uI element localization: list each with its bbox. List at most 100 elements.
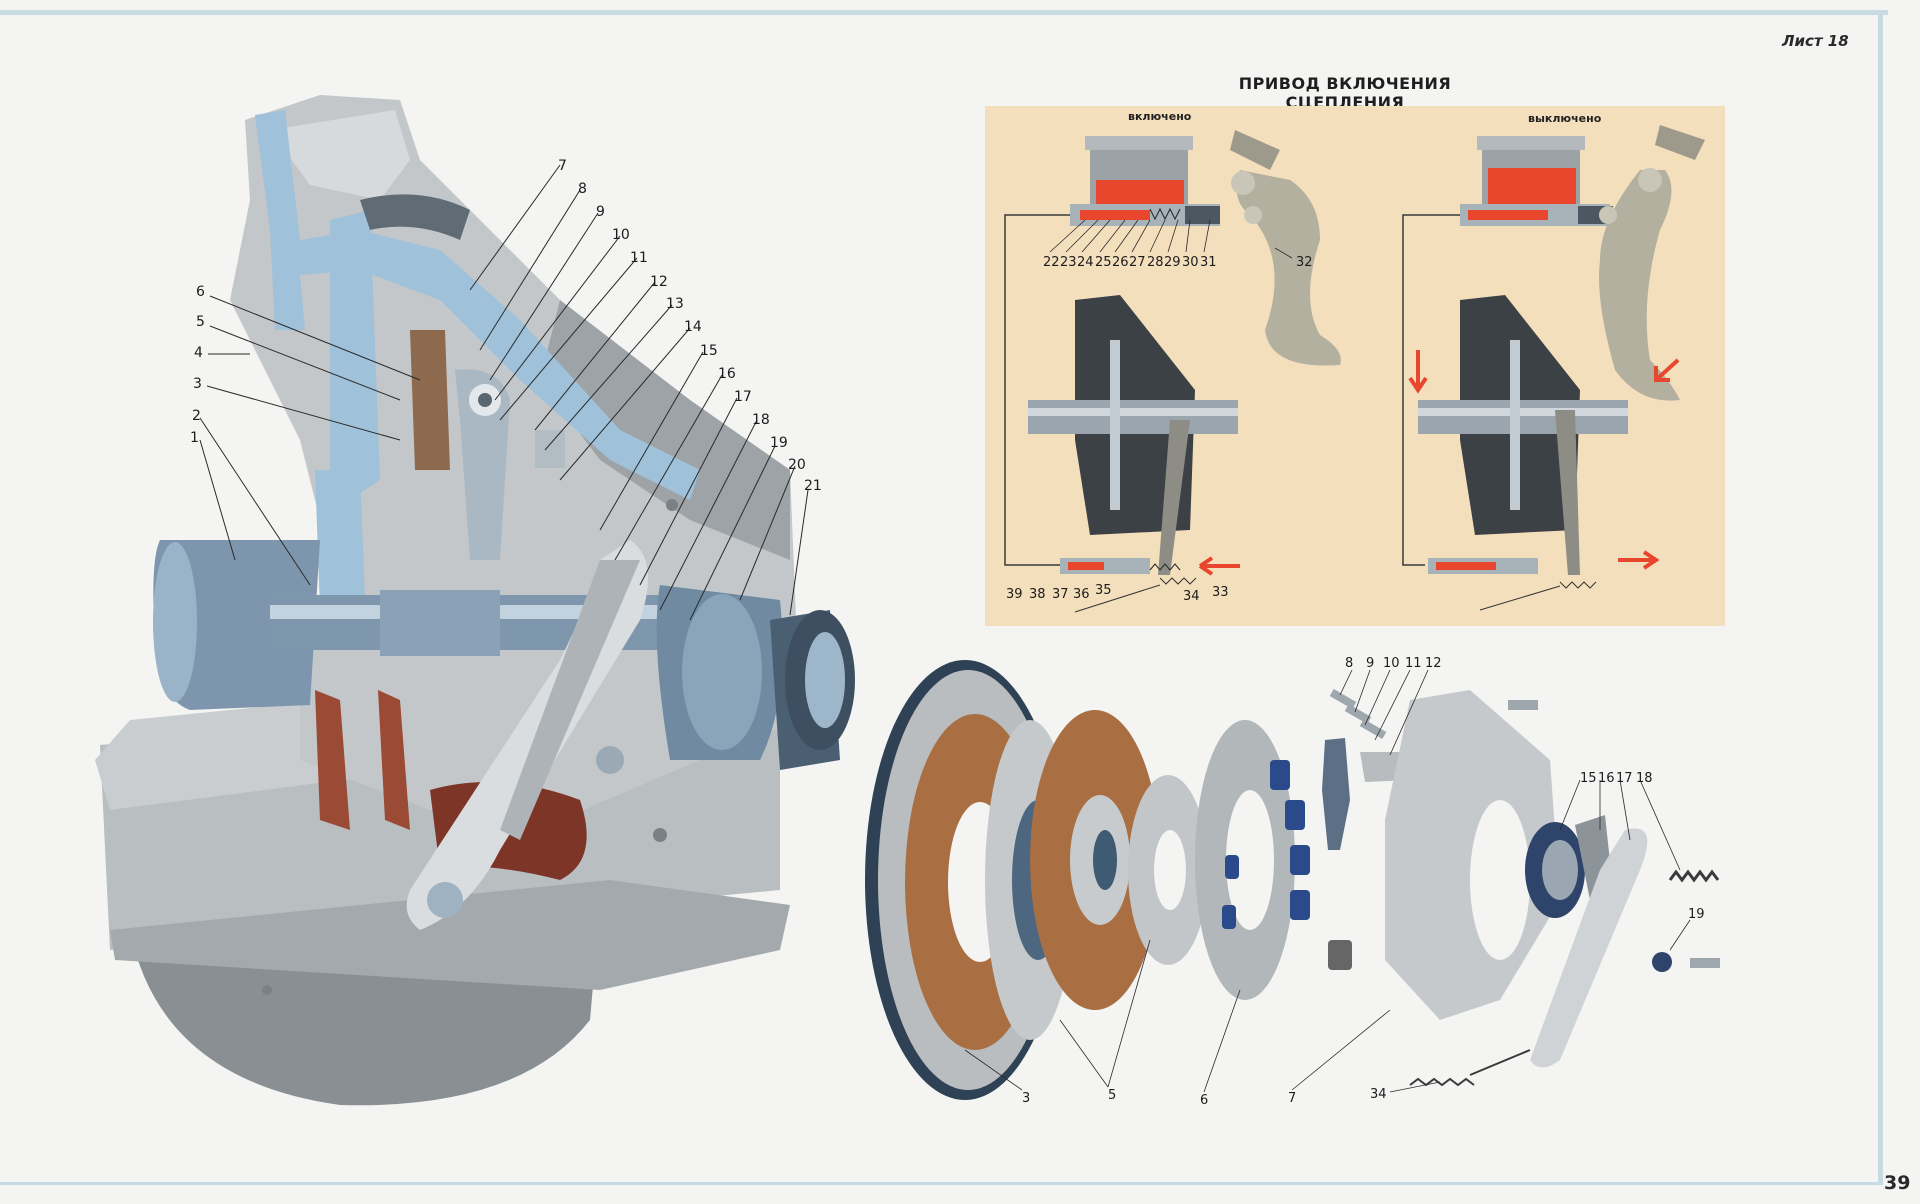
callout: 19 <box>770 435 788 451</box>
callout: 8 <box>578 181 587 197</box>
callout: 5 <box>1108 1088 1116 1103</box>
friction-lining-right <box>378 690 410 830</box>
frame-bottom-stripe <box>0 1182 1883 1185</box>
callout: 24 <box>1077 255 1094 270</box>
callout: 28 <box>1147 255 1164 270</box>
exploded-right-callouts: 15 16 17 18 19 <box>1580 771 1705 922</box>
callout: 31 <box>1200 255 1217 270</box>
friction-lining-left <box>315 690 350 830</box>
callout: 18 <box>752 412 770 428</box>
callout: 29 <box>1164 255 1181 270</box>
lever-pins <box>1329 689 1387 739</box>
callout: 20 <box>788 457 806 473</box>
callout: 14 <box>684 319 702 335</box>
callout: 27 <box>1129 255 1146 270</box>
drive-upper-callouts: 22 23 24 25 26 27 28 29 30 31 32 <box>1043 255 1313 270</box>
return-spring <box>1668 869 1720 883</box>
state-engaged-label: включено <box>1128 110 1192 123</box>
reservoir-fluid <box>1096 180 1184 206</box>
callout: 17 <box>1616 771 1633 786</box>
callout: 34 <box>1183 589 1200 604</box>
callout: 35 <box>1095 583 1112 598</box>
adjusting-nut <box>535 430 565 468</box>
callout: 10 <box>1383 656 1400 671</box>
state-disengaged-label: выключено <box>1528 112 1602 125</box>
callout: 6 <box>1200 1093 1208 1108</box>
exploded-view-illustration <box>865 660 1720 1100</box>
arrow-left-red <box>1198 556 1240 576</box>
pressure-springs <box>1222 760 1310 929</box>
flywheel-ring-gear-section <box>360 194 470 240</box>
callout: 12 <box>1425 656 1442 671</box>
clutch-pedal-engaged <box>1236 170 1341 366</box>
callout: 15 <box>1580 771 1597 786</box>
callout: 12 <box>650 274 668 290</box>
callout: 25 <box>1095 255 1112 270</box>
callout: 17 <box>734 389 752 405</box>
sheet-label: Лист 18 <box>1782 32 1849 50</box>
frame-right-stripe <box>1878 10 1883 1185</box>
release-lever <box>455 369 510 560</box>
drive-engaged-illustration <box>1004 130 1341 576</box>
callout: 36 <box>1073 587 1090 602</box>
frame-top-stripe <box>0 10 1888 15</box>
arrow-right-red <box>1618 550 1660 570</box>
callout: 18 <box>1636 771 1653 786</box>
callout: 7 <box>1288 1091 1296 1106</box>
section-callouts-left: 6 5 4 3 2 1 <box>190 284 205 446</box>
section-cut-flywheel <box>330 210 380 500</box>
callout: 19 <box>1688 907 1705 922</box>
section-cut-upper <box>255 110 700 500</box>
callout: 26 <box>1112 255 1129 270</box>
clutch-section-illustration <box>95 95 855 1106</box>
drive-disengaged-illustration <box>1402 125 1705 611</box>
callout: 4 <box>194 345 203 361</box>
callout: 39 <box>1006 587 1023 602</box>
hydraulic-line-engaged <box>1004 214 1070 566</box>
callout: 23 <box>1060 255 1077 270</box>
callout: 8 <box>1345 656 1353 671</box>
callout: 6 <box>196 284 205 300</box>
callout: 34 <box>1370 1087 1387 1102</box>
callout: 21 <box>804 478 822 494</box>
section-leader-lines <box>199 164 809 621</box>
callout: 16 <box>718 366 736 382</box>
callout: 11 <box>1405 656 1422 671</box>
crankshaft-hub <box>153 540 320 710</box>
drive-lower-callouts: 39 38 37 36 35 34 33 <box>1006 583 1229 604</box>
callout: 33 <box>1212 585 1229 600</box>
release-fork-disengaged <box>1555 410 1580 575</box>
callout: 11 <box>630 250 648 266</box>
callout: 30 <box>1182 255 1199 270</box>
callout: 3 <box>193 376 202 392</box>
page-number: 39 <box>1884 1172 1911 1194</box>
drive-upper-leaders <box>1049 219 1293 259</box>
callout: 10 <box>612 227 630 243</box>
fork-pushrod-spring <box>1409 1049 1531 1087</box>
release-lever-part <box>1322 738 1350 850</box>
callout: 7 <box>558 158 567 174</box>
release-fork-part <box>1530 828 1648 1068</box>
callout: 13 <box>666 296 684 312</box>
callout: 2 <box>192 408 201 424</box>
exploded-bottom-callouts: 3 5 6 7 34 <box>1022 1087 1387 1108</box>
callout: 3 <box>1022 1091 1030 1106</box>
callout: 32 <box>1296 255 1313 270</box>
exploded-top-callouts: 8 9 10 11 12 <box>1345 656 1442 671</box>
callout: 9 <box>1366 656 1374 671</box>
callout: 15 <box>700 343 718 359</box>
exploded-leaders <box>964 669 1691 1093</box>
callout: 1 <box>190 430 199 446</box>
callout: 38 <box>1029 587 1046 602</box>
arrow-pedal-red <box>1654 358 1680 382</box>
callout: 16 <box>1598 771 1615 786</box>
springs-loose <box>1328 940 1352 970</box>
section-callouts-fan: 7 8 9 10 11 12 13 14 15 16 17 18 19 20 2… <box>558 158 822 494</box>
clutch-pedal-disengaged <box>1599 170 1680 401</box>
callout: 37 <box>1052 587 1069 602</box>
callout: 5 <box>196 314 205 330</box>
callout: 9 <box>596 204 605 220</box>
release-fork-engaged <box>1158 420 1190 575</box>
